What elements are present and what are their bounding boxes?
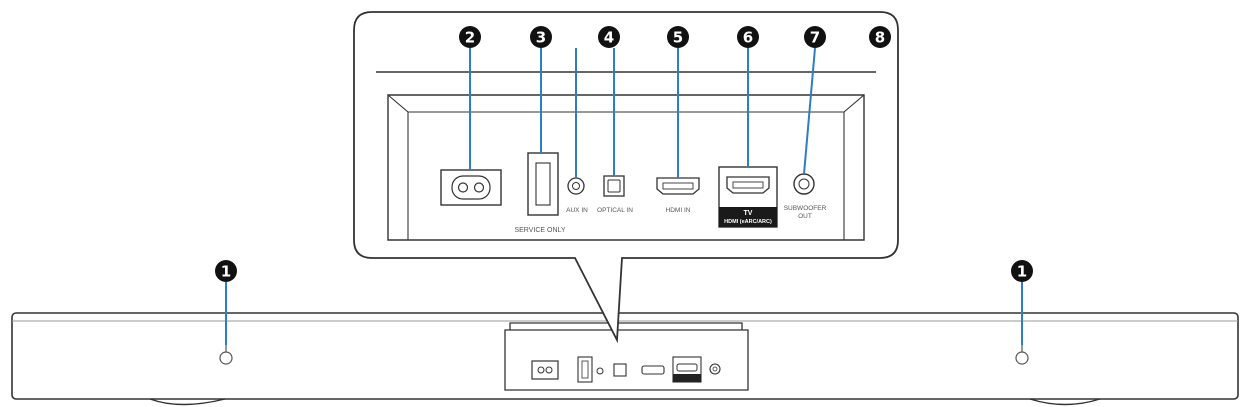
- left-foot: [149, 398, 226, 406]
- tv-label: TV: [744, 210, 753, 217]
- wall-mount-hole-right: [1015, 345, 1029, 365]
- mini-hdmi-in: [641, 365, 665, 375]
- wall-mount-hole-left: [219, 345, 233, 365]
- callout-1-right-number: 1: [1017, 263, 1027, 281]
- callout-6-number: 6: [743, 29, 753, 47]
- hdmi-earc-label: HDMI (eARC/ARC): [724, 219, 772, 225]
- callout-7-number: 7: [810, 29, 820, 47]
- callout-7: 7: [804, 26, 826, 48]
- hdmi-tv-earc-port: [718, 166, 778, 228]
- callout-8: 8: [869, 26, 891, 48]
- callout-3-number: 3: [536, 29, 546, 47]
- callout-4-number: 4: [604, 29, 614, 47]
- hdmi-in-label: HDMI IN: [666, 207, 691, 214]
- callout-1-left-number: 1: [221, 263, 231, 281]
- optical-in-label: OPTICAL IN: [597, 207, 633, 214]
- callout-lines: [225, 47, 1023, 345]
- mini-subwoofer-out: [709, 363, 721, 375]
- callout-6: 6: [737, 26, 759, 48]
- callout-line-7: [803, 47, 816, 175]
- right-foot: [1029, 398, 1101, 406]
- service-only-label: SERVICE ONLY: [514, 227, 565, 234]
- small-rear-panel: [504, 322, 749, 391]
- callout-3: 3: [530, 26, 552, 48]
- callout-2-number: 2: [465, 29, 475, 47]
- callout-1-right: 1: [1011, 260, 1033, 282]
- mini-aux-jack: [596, 367, 604, 375]
- callout-5-number: 5: [673, 29, 683, 47]
- mini-power-inlet: [531, 360, 559, 380]
- callout-4: 4: [598, 26, 620, 48]
- mini-optical-port: [613, 363, 627, 377]
- zoomed-rear-panel: SERVICE ONLY AUX IN OPTICAL IN HDMI IN T…: [376, 71, 876, 241]
- callout-1-left: 1: [215, 260, 237, 282]
- aux-in-label: AUX IN: [566, 207, 588, 214]
- usb-service-port: [527, 152, 559, 216]
- subwoofer-label: SUBWOOFER: [784, 205, 827, 212]
- callout-2: 2: [459, 26, 481, 48]
- callout-8-number: 8: [875, 29, 885, 47]
- subwoofer-out-label: OUT: [798, 213, 812, 220]
- mini-usb-port: [577, 356, 593, 383]
- hdmi-in-port: [656, 177, 700, 195]
- callout-5: 5: [667, 26, 689, 48]
